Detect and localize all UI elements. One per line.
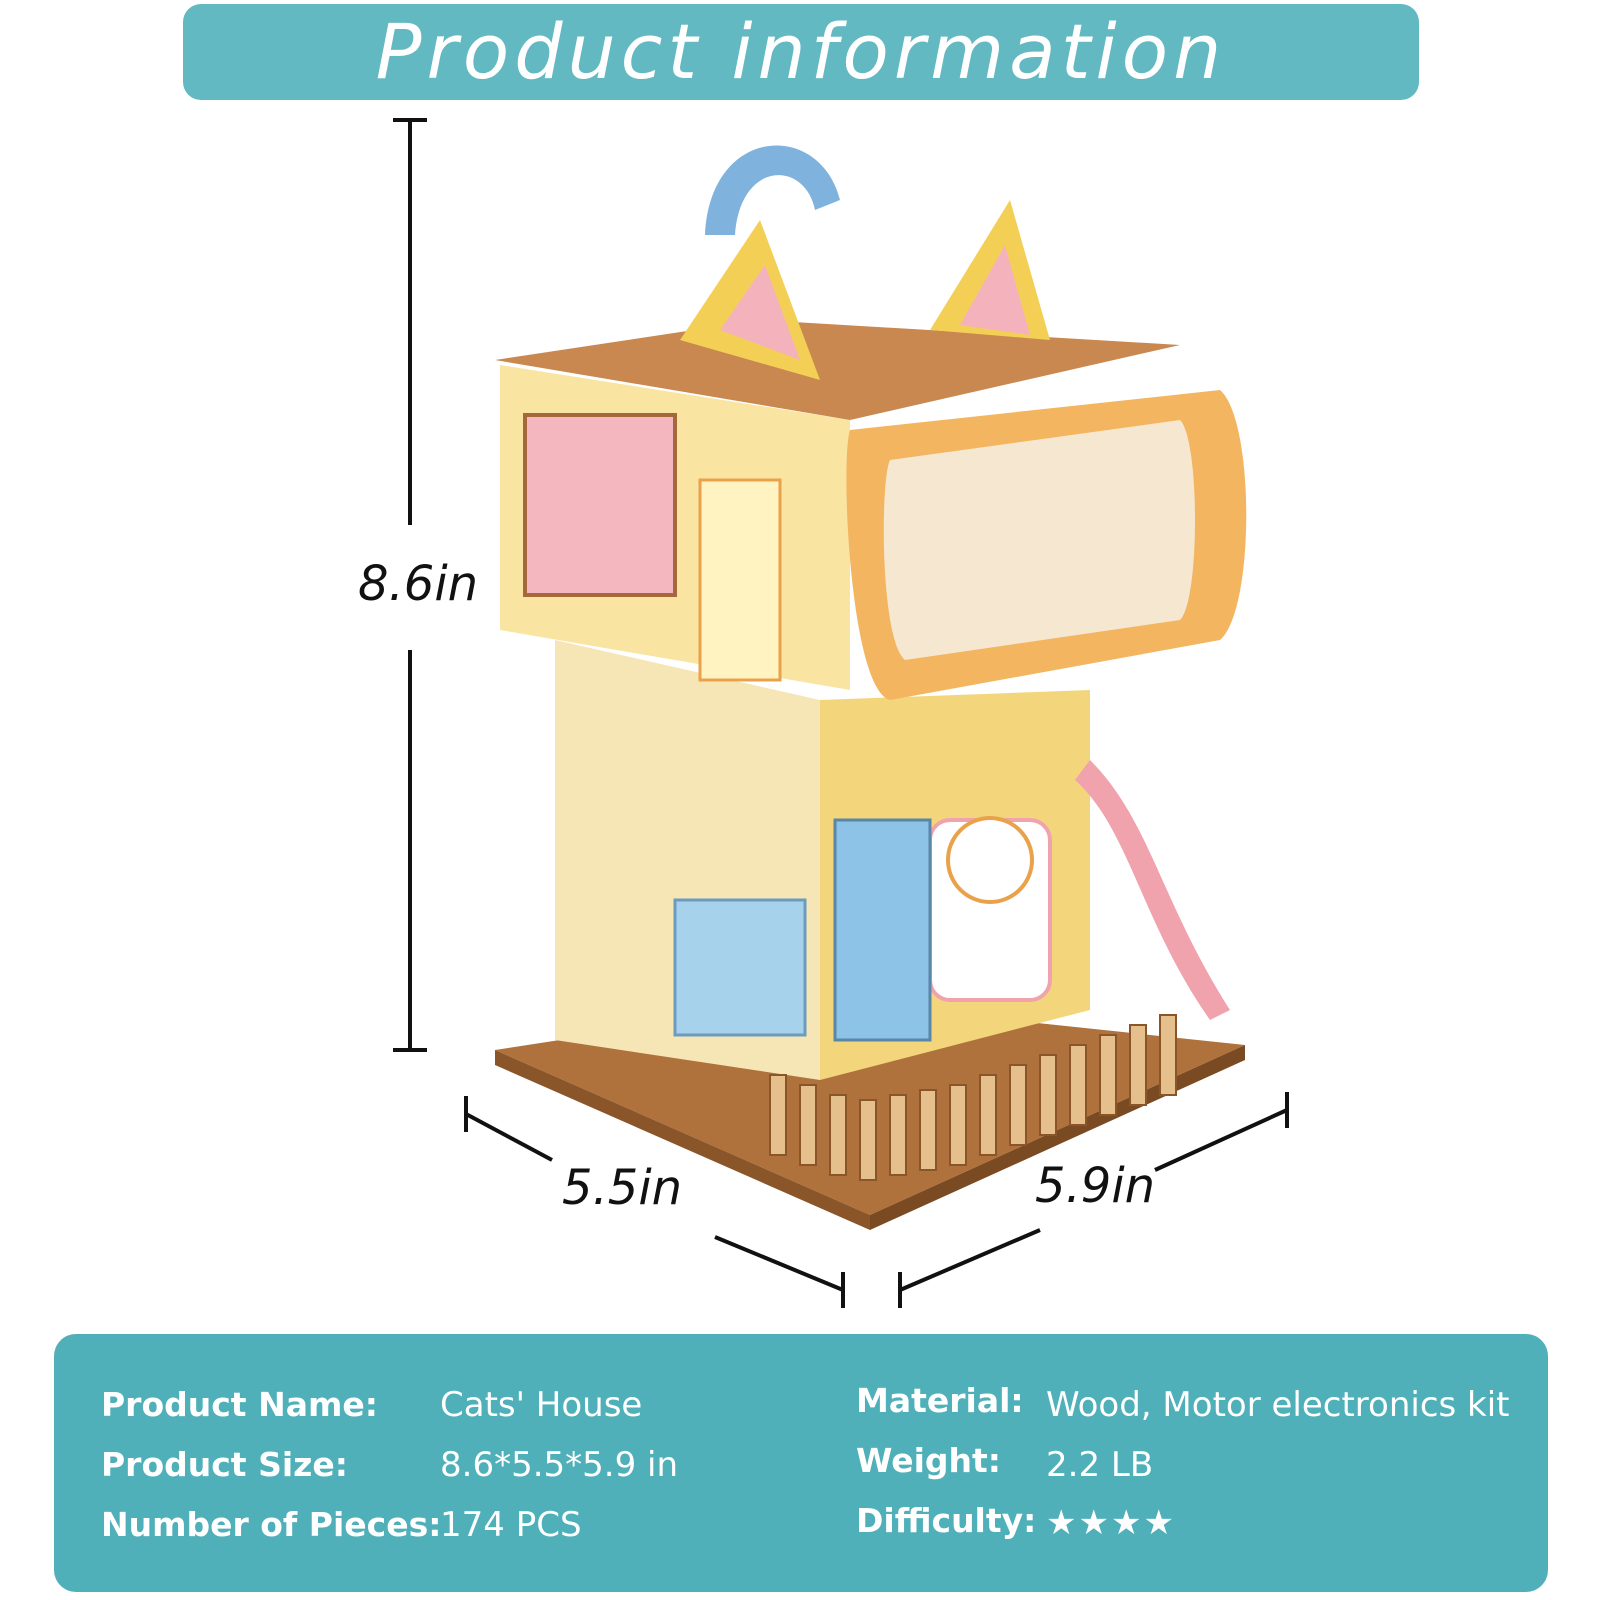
height-dimension-line	[393, 118, 427, 1052]
width-dimension-line	[898, 1092, 1289, 1308]
product-illustration	[393, 118, 1289, 1308]
material-label: Material:	[856, 1381, 1024, 1420]
page-title: Product information	[375, 7, 1227, 96]
pieces-value: 174 PCS	[440, 1505, 582, 1545]
depth-dimension-line	[464, 1096, 845, 1308]
height-dimension-label: 8.6in	[358, 556, 479, 612]
product-size-value: 8.6*5.5*5.9 in	[440, 1445, 679, 1485]
product-size-label: Product Size:	[101, 1445, 348, 1484]
title-banner: Product information	[183, 4, 1419, 100]
weight-label: Weight:	[856, 1441, 1002, 1480]
pieces-label: Number of Pieces:	[101, 1505, 442, 1544]
difficulty-rating: ★★★★	[1046, 1503, 1176, 1543]
weight-value: 2.2 LB	[1046, 1445, 1154, 1485]
difficulty-label: Difficulty:	[856, 1501, 1037, 1540]
cat-house-model-icon	[495, 145, 1247, 1230]
product-info-panel: Product Name: Cats' House Product Size: …	[54, 1334, 1548, 1592]
product-name-value: Cats' House	[440, 1385, 643, 1425]
material-value: Wood, Motor electronics kit	[1046, 1385, 1510, 1425]
depth-dimension-label: 5.5in	[562, 1160, 683, 1216]
width-dimension-label: 5.9in	[1035, 1158, 1156, 1214]
product-name-label: Product Name:	[101, 1385, 378, 1424]
